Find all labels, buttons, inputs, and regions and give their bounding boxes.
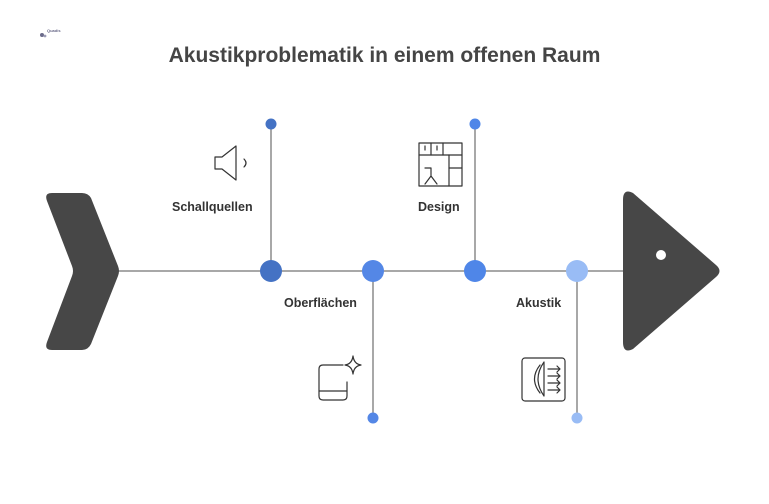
branch-node-akustik [566,260,588,282]
diagram-title: Akustikproblematik in einem offenen Raum [168,44,601,67]
logo-text: Quadis [47,28,61,33]
surface-sparkle-icon [318,355,362,401]
branch-node-oberflaechen [362,260,384,282]
branch-end-dot-design [469,118,481,130]
branch-label-oberflaechen: Oberflächen [284,296,357,310]
acoustic-waves-icon [521,357,566,402]
branch-node-schallquellen [260,260,282,282]
branch-end-dot-oberflaechen [367,412,379,424]
speaker-icon [214,145,247,181]
fish-eye [656,250,666,260]
branch-end-dot-schallquellen [265,118,277,130]
branch-end-dot-akustik [571,412,583,424]
floor-plan-icon [418,142,463,187]
logo [38,28,66,38]
branch-label-akustik: Akustik [516,296,562,310]
logo-mark-icon [40,33,47,38]
fish-head [623,191,720,351]
branch-label-schallquellen: Schallquellen [172,200,253,214]
fish-tail [46,193,119,350]
branch-label-design: Design [418,200,460,214]
branch-node-design [464,260,486,282]
